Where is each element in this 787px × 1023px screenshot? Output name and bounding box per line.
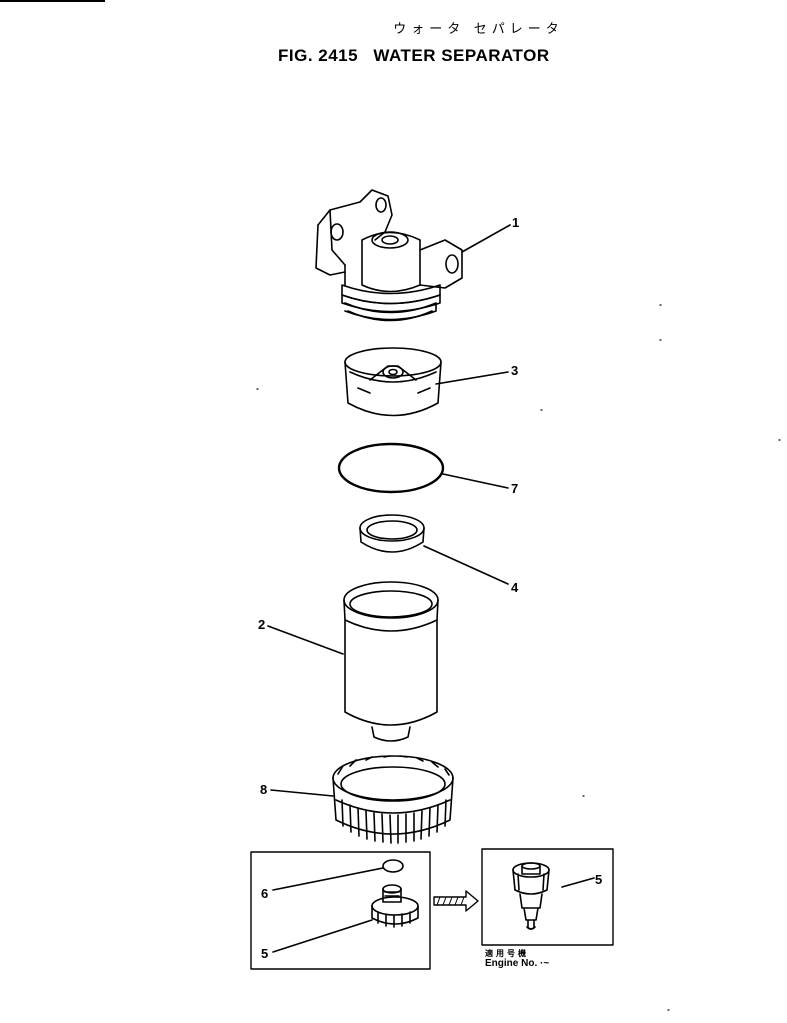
callout-7: 7 xyxy=(511,481,518,496)
figure-title: FIG. 2415 WATER SEPARATOR xyxy=(278,46,560,66)
small-oring-part xyxy=(383,860,403,872)
filter-cap-part xyxy=(345,348,441,416)
callout-1: 1 xyxy=(512,215,519,230)
top-rule xyxy=(0,0,105,2)
retainer-nut-part xyxy=(333,756,453,843)
inset-note-engine-no: Engine No. ·~ xyxy=(485,958,550,969)
callout-5-right: 5 xyxy=(595,872,602,887)
leader-line-3 xyxy=(435,371,509,385)
filter-bowl-part xyxy=(344,582,438,741)
drain-valve-part xyxy=(513,863,549,929)
callout-8: 8 xyxy=(260,782,267,797)
filter-head-part xyxy=(316,190,462,321)
leader-line-8 xyxy=(270,789,334,797)
inset-box-left xyxy=(250,851,431,970)
inset-box-right xyxy=(481,848,614,946)
scan-specks xyxy=(256,304,781,1011)
leader-line-1 xyxy=(461,224,511,253)
leader-line-6 xyxy=(272,867,384,891)
leader-line-7 xyxy=(442,473,509,489)
figure-name: WATER SEPARATOR xyxy=(373,46,550,65)
leader-line-5a xyxy=(272,919,373,953)
leader-line-2 xyxy=(267,625,344,655)
figure-number: FIG. 2415 xyxy=(278,46,359,65)
leader-line-5b xyxy=(561,877,595,888)
callout-6: 6 xyxy=(261,886,268,901)
drain-plug-part xyxy=(372,885,418,927)
inset-note-japanese: 適用号機 xyxy=(485,949,529,958)
callout-4: 4 xyxy=(511,580,519,595)
replacement-arrow-icon xyxy=(433,890,479,912)
figure-title-japanese: ウォータ セパレータ xyxy=(393,21,564,36)
callout-2: 2 xyxy=(258,617,265,632)
leader-line-4 xyxy=(423,545,509,585)
seal-ring-part xyxy=(360,515,424,552)
oring-part xyxy=(339,444,443,492)
callout-5-left: 5 xyxy=(261,946,268,961)
callout-3: 3 xyxy=(511,363,518,378)
